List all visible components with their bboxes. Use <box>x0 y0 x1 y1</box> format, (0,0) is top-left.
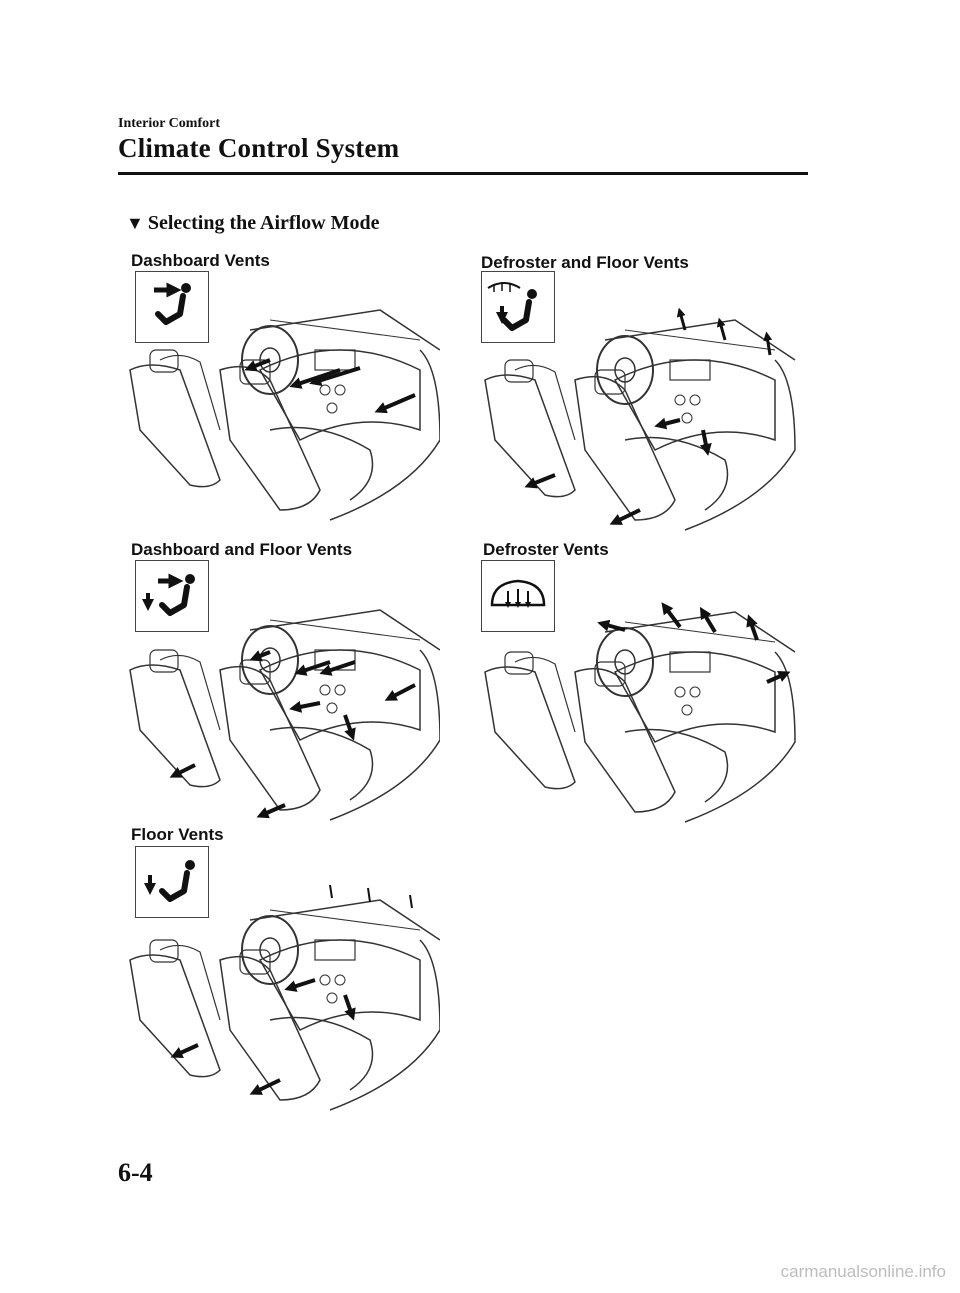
subheading-text: Selecting the Airflow Mode <box>147 212 380 234</box>
mode-label-defroster-vents: Defroster Vents <box>483 540 609 559</box>
mode-label-floor-vents: Floor Vents <box>131 825 224 844</box>
title-divider <box>118 172 808 175</box>
dashboard-floor-vents-icon <box>135 560 209 632</box>
car-interior-dashboard-vents <box>129 309 440 521</box>
defroster-vents-icon <box>481 560 555 632</box>
mode-label-dashboard-vents: Dashboard Vents <box>131 251 270 270</box>
mode-label-dashboard-floor-vents: Dashboard and Floor Vents <box>131 540 353 559</box>
floor-vents-icon <box>135 846 209 918</box>
subheading: ▼Selecting the Airflow Mode <box>126 212 379 235</box>
page-title: Climate Control System <box>118 133 400 163</box>
section-label: Interior Comfort <box>118 116 220 131</box>
mode-label-defroster-floor-vents: Defroster and Floor Vents <box>481 253 689 272</box>
defroster-floor-vents-icon <box>481 271 555 343</box>
watermark[interactable]: carmanualsonline.info <box>780 1262 946 1281</box>
triangle-marker-icon: ▼ <box>126 213 144 233</box>
car-interior-dashboard-floor-vents <box>129 609 440 821</box>
dashboard-vents-icon <box>135 271 209 343</box>
car-interior-defroster-floor-vents <box>484 307 796 531</box>
page-number: 6-4 <box>118 1158 153 1187</box>
car-interior-floor-vents <box>129 884 440 1111</box>
car-interior-defroster-vents <box>484 602 796 823</box>
